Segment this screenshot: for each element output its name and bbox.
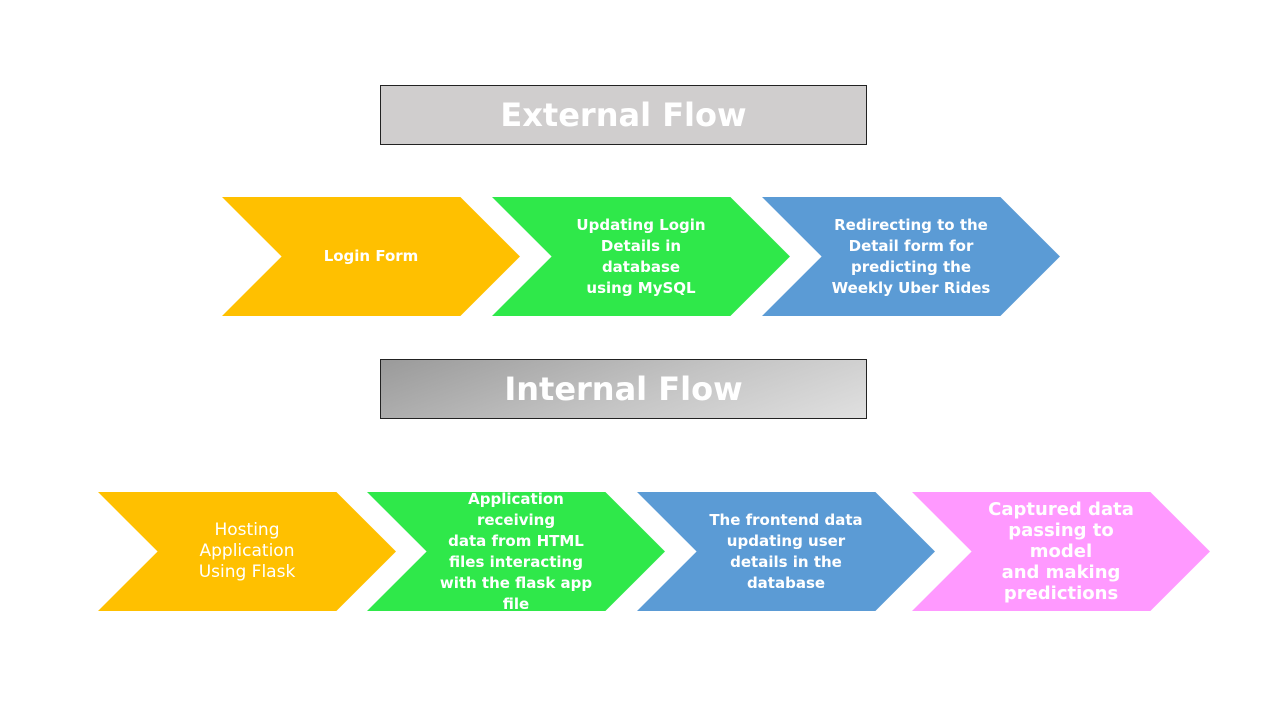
external-step-update-login-details: Updating Login Details in database using… bbox=[492, 197, 790, 316]
internal-step-hosting-flask: Hosting Application Using Flask bbox=[98, 492, 396, 611]
external-flow-title: External Flow bbox=[380, 85, 867, 145]
step-label: Captured data passing to model and makin… bbox=[988, 499, 1134, 604]
internal-flow-title: Internal Flow bbox=[380, 359, 867, 419]
internal-step-frontend-updating-db: The frontend data updating user details … bbox=[637, 492, 935, 611]
step-label: Login Form bbox=[323, 247, 419, 265]
internal-step-receiving-html-data: Application receiving data from HTML fil… bbox=[367, 492, 665, 611]
step-label: Application receiving data from HTML fil… bbox=[439, 489, 593, 613]
step-label: Redirecting to the Detail form for predi… bbox=[831, 215, 991, 297]
external-step-login-form: Login Form bbox=[222, 197, 520, 316]
step-label: The frontend data updating user details … bbox=[709, 510, 863, 592]
external-step-redirect-detail-form: Redirecting to the Detail form for predi… bbox=[762, 197, 1060, 316]
internal-step-model-predictions: Captured data passing to model and makin… bbox=[912, 492, 1210, 611]
step-label: Hosting Application Using Flask bbox=[198, 520, 296, 582]
step-label: Updating Login Details in database using… bbox=[576, 215, 706, 297]
